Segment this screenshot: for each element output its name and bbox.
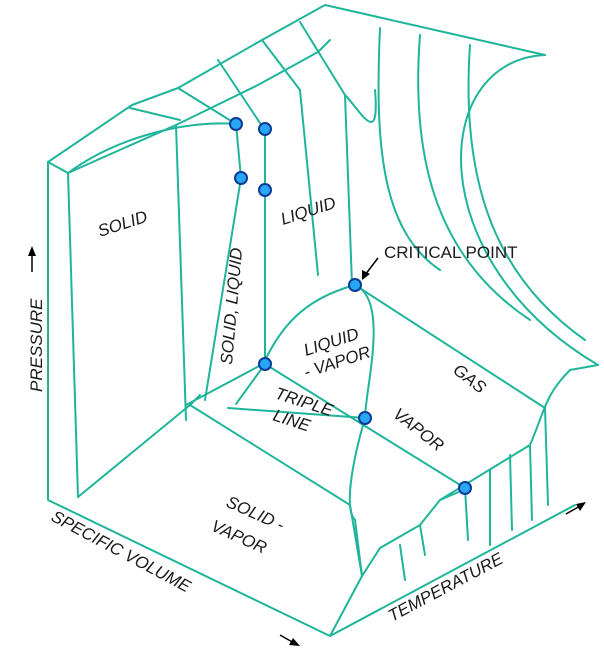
triple-point-vapor [358,411,372,425]
pressure-axis-label: PRESSURE [27,298,46,392]
pressure-arrowhead [28,246,36,256]
melting-point-left-mid [234,171,248,185]
region-solid-liquid-label: SOLID, LIQUID [217,247,246,365]
melting-point-left-top [229,117,243,131]
specific-volume-axis-label: SPECIFIC VOLUME [48,507,194,597]
surface-outline [47,4,599,637]
region-solid-label: SOLID [95,207,149,241]
region-liquid-label: LIQUID [278,193,338,229]
critical-point [348,278,362,292]
critical-point-label: CRITICAL POINT [384,243,518,262]
region-gas-label: GAS [450,360,491,397]
temperature-arrowhead [576,502,586,511]
specific-volume-arrowhead [289,638,300,646]
melting-point-right-mid [258,183,272,197]
melting-point-right-top [258,122,272,136]
axis-labels: PRESSURE SPECIFIC VOLUME TEMPERATURE [27,246,586,646]
temperature-axis-arrow [565,505,581,515]
saturated-vapor-point [458,481,472,495]
critical-point-callout: CRITICAL POINT [362,243,518,280]
surface-grid-lines [67,21,586,581]
state-points [229,117,472,495]
critical-point-pointer [364,257,379,276]
critical-point-arrowhead [362,270,370,280]
temperature-axis-label: TEMPERATURE [385,549,507,626]
triple-point-liquid [258,357,272,371]
